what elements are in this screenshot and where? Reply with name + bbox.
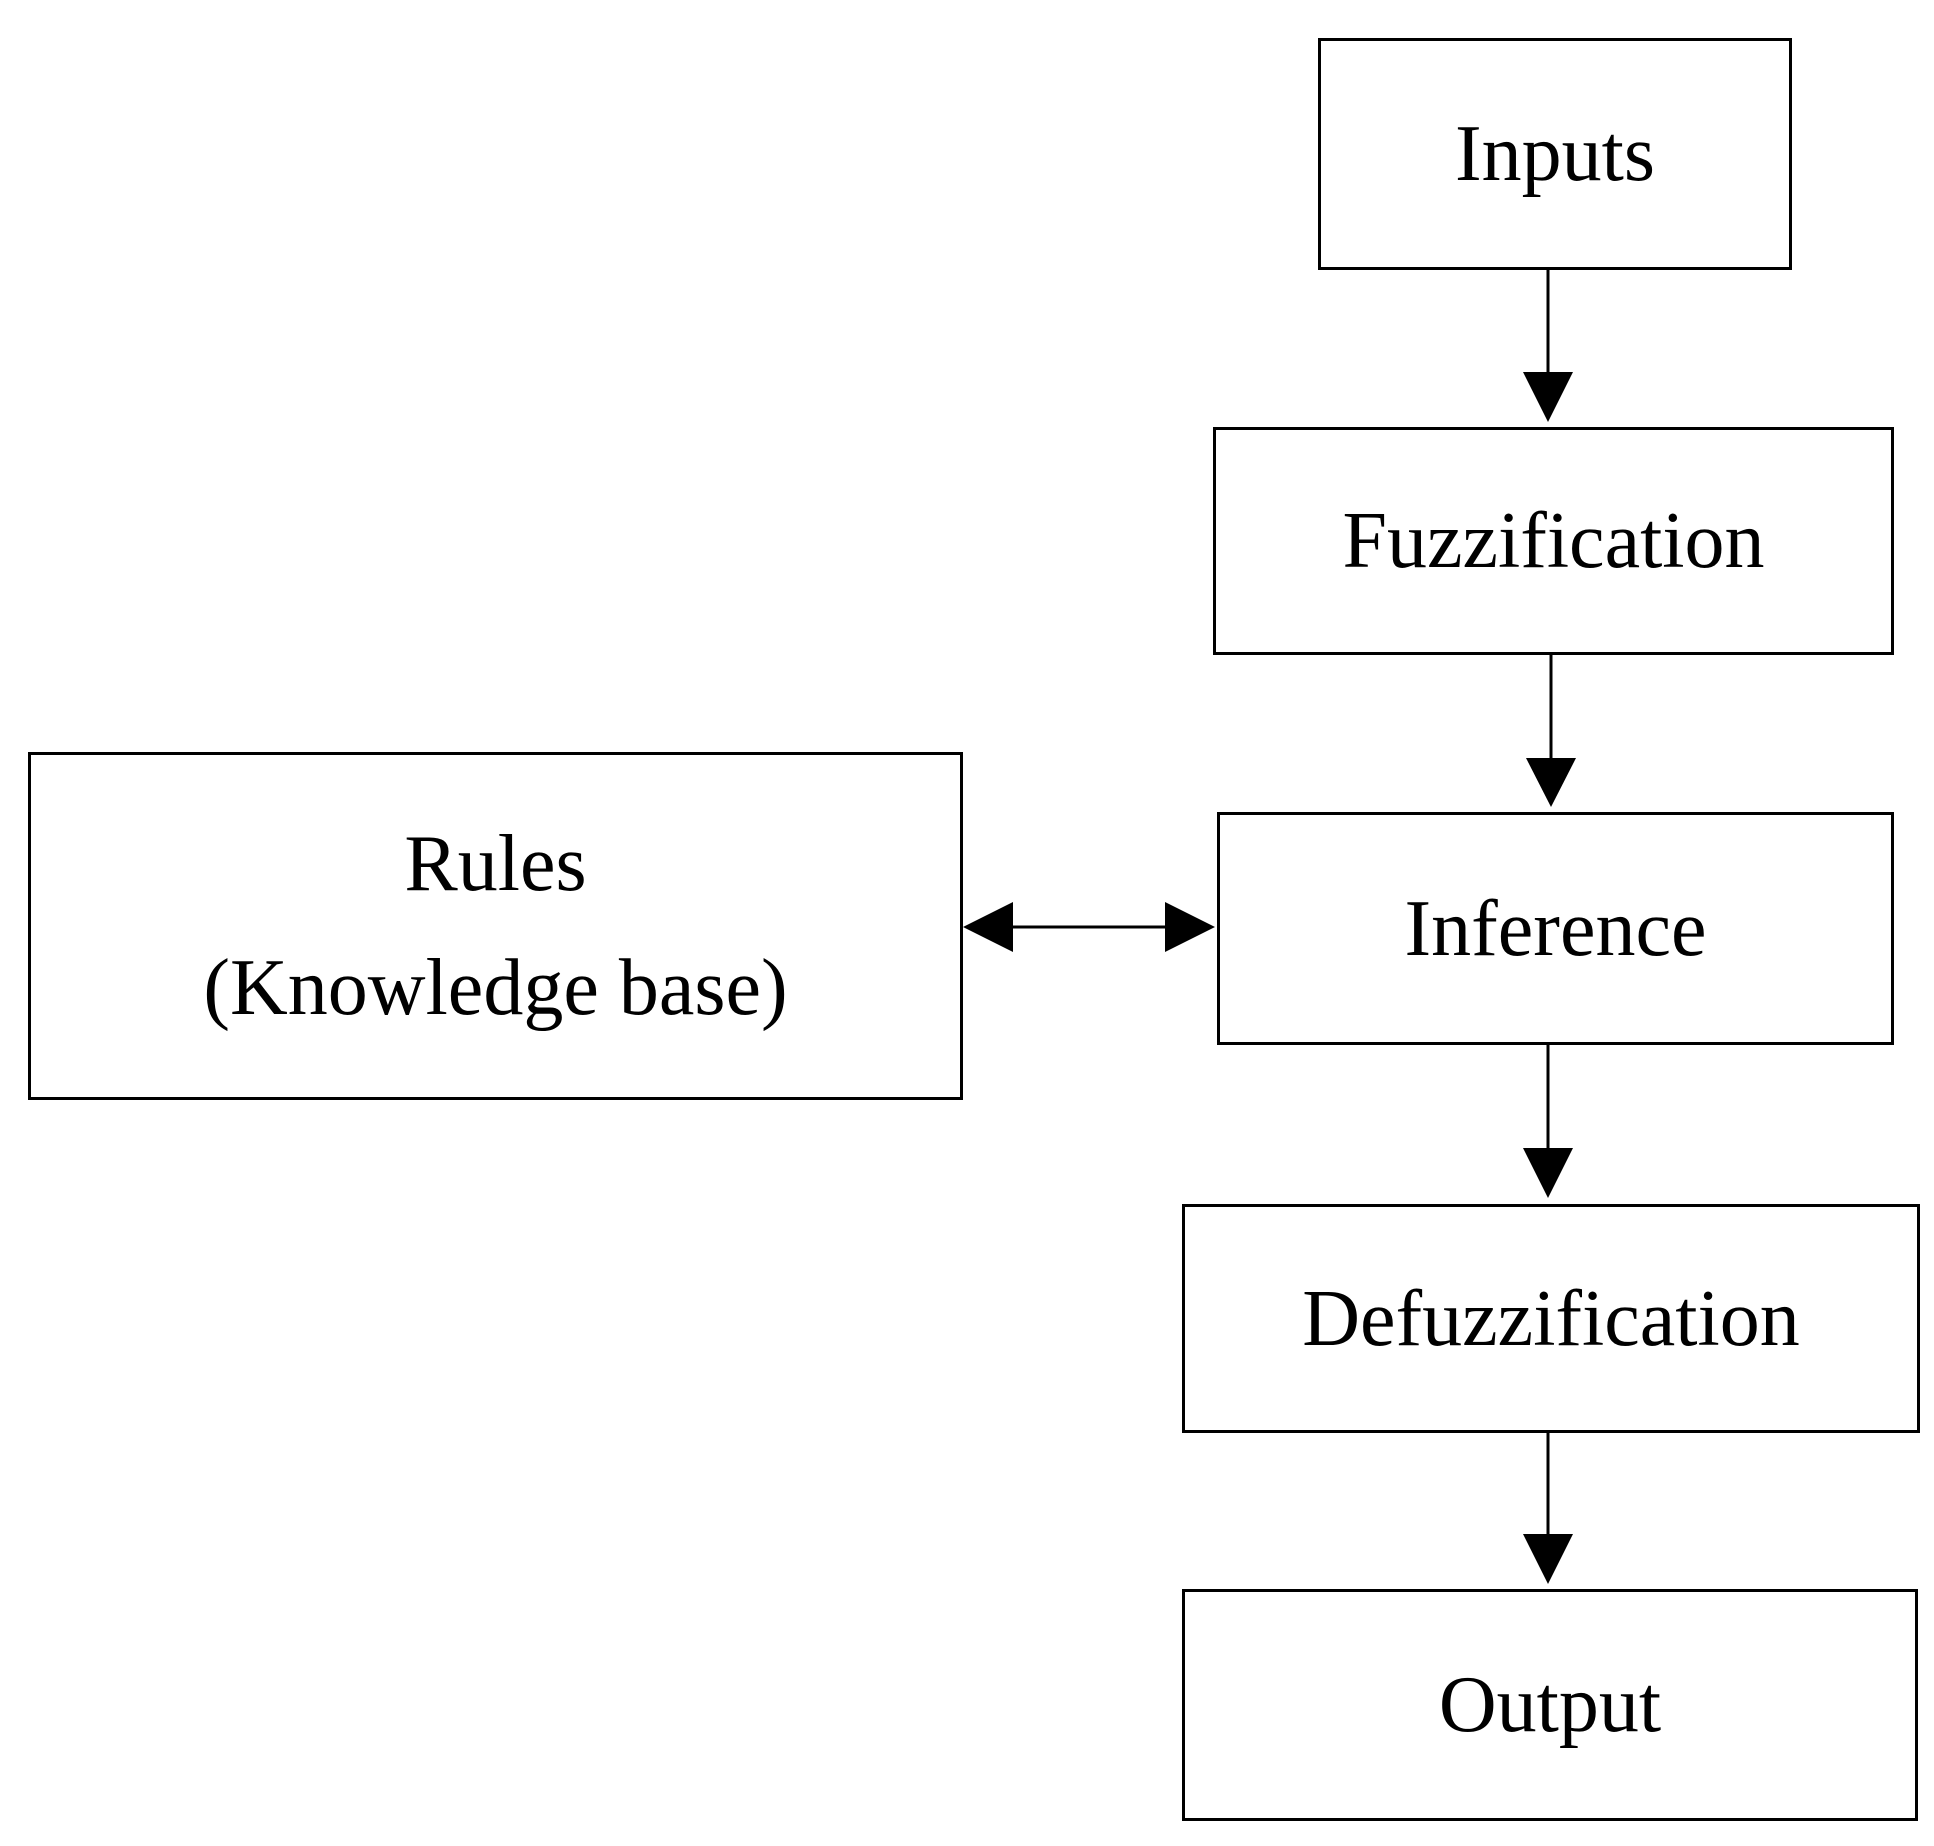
inputs-label: Inputs [1455, 110, 1655, 198]
inference-box: Inference [1217, 812, 1894, 1045]
inference-label: Inference [1404, 884, 1707, 973]
defuzzification-box: Defuzzification [1182, 1204, 1920, 1433]
arrow-rules-inference-bidirectional [963, 902, 1215, 952]
rules-box: Rules (Knowledge base) [28, 752, 963, 1100]
defuzzification-label: Defuzzification [1302, 1274, 1800, 1363]
fuzzification-label: Fuzzification [1342, 497, 1765, 585]
inputs-box: Inputs [1318, 38, 1792, 270]
arrow-inference-to-defuzzification [1523, 1045, 1573, 1198]
rules-title: Rules [404, 820, 587, 908]
rules-subtitle: (Knowledge base) [203, 944, 788, 1032]
output-label: Output [1438, 1661, 1662, 1749]
fuzzification-box: Fuzzification [1213, 427, 1894, 655]
arrow-fuzzification-to-inference [1526, 655, 1576, 807]
arrow-defuzzification-to-output [1523, 1433, 1573, 1584]
output-box: Output [1182, 1589, 1918, 1821]
arrow-inputs-to-fuzzification [1523, 270, 1573, 422]
